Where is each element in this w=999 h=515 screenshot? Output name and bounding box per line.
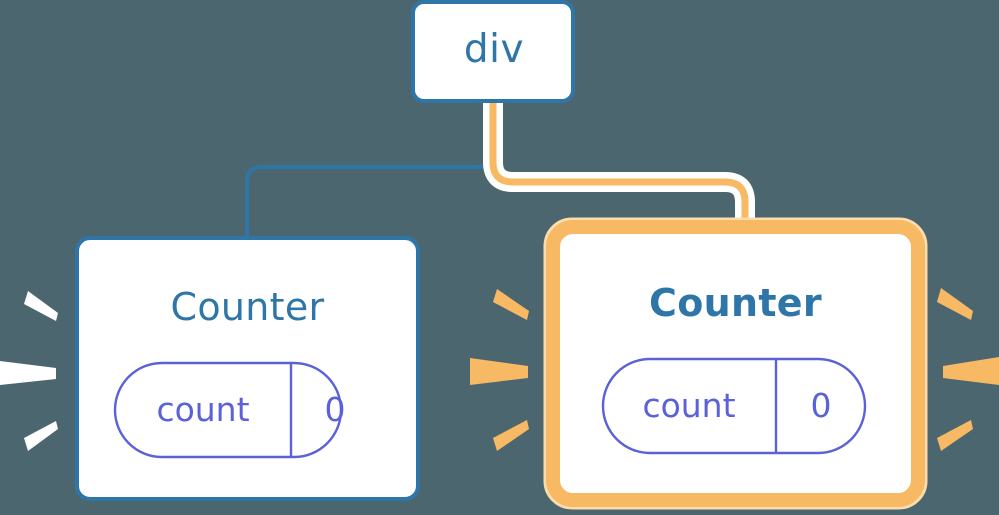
state-pill-left[interactable] — [113, 361, 343, 459]
ray-group-orange-middle — [470, 289, 529, 451]
edge-div-to-counter-right — [489, 102, 749, 240]
ray-orange-mid-middle — [470, 358, 528, 385]
ray-orange-mid-lower — [493, 420, 529, 451]
state-pill-right-outline — [601, 357, 867, 455]
ray-white-middle — [0, 361, 56, 385]
node-div-box[interactable] — [411, 0, 575, 103]
ray-orange-right-upper — [937, 288, 973, 320]
ray-white-upper — [24, 291, 58, 321]
ray-group-orange-right — [937, 288, 999, 451]
ray-orange-right-middle — [943, 357, 999, 385]
ray-white-lower — [24, 421, 58, 451]
state-pill-right[interactable] — [601, 357, 867, 455]
state-pill-left-outline — [113, 361, 343, 459]
ray-group-white-left — [0, 291, 58, 451]
ray-orange-right-lower — [937, 420, 973, 451]
ray-orange-mid-upper — [493, 289, 529, 320]
